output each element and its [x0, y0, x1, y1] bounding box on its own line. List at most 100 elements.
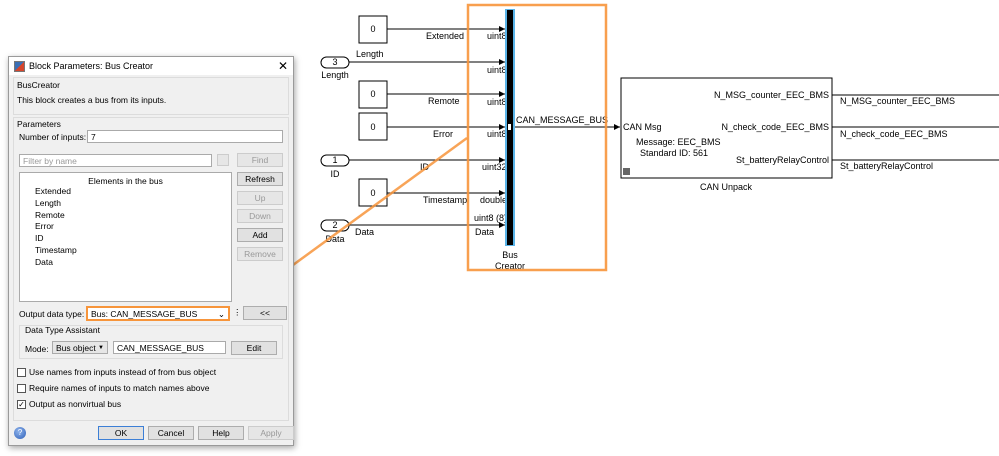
svg-text:2: 2 — [332, 220, 337, 230]
refresh-button[interactable]: Refresh — [237, 172, 283, 186]
svg-text:1: 1 — [332, 155, 337, 165]
help-icon[interactable]: ? — [14, 427, 26, 439]
svg-text:N_MSG_counter_EEC_BMS: N_MSG_counter_EEC_BMS — [714, 90, 829, 100]
dta-label: Data Type Assistant — [25, 325, 100, 335]
svg-text:Bus: Bus — [502, 250, 518, 260]
output-type-value: Bus: CAN_MESSAGE_BUS — [91, 309, 198, 319]
svg-text:0: 0 — [370, 24, 375, 34]
output-type-select[interactable]: Bus: CAN_MESSAGE_BUS ⌄ — [86, 306, 230, 321]
parameters-label: Parameters — [17, 119, 61, 129]
svg-text:Extended: Extended — [426, 31, 464, 41]
up-button[interactable]: Up — [237, 191, 283, 205]
mode-value: Bus object — [56, 343, 96, 353]
svg-text:Creator: Creator — [495, 261, 525, 271]
svg-text:Standard ID: 561: Standard ID: 561 — [640, 148, 708, 158]
svg-text:N_check_code_EEC_BMS: N_check_code_EEC_BMS — [840, 129, 948, 139]
svg-text:3: 3 — [332, 57, 337, 67]
close-icon[interactable]: ✕ — [277, 59, 288, 73]
list-item[interactable]: Remote — [35, 209, 65, 220]
constant-block-remote[interactable]: 0 — [358, 80, 388, 109]
constant-block-extended[interactable]: 0 — [358, 15, 388, 44]
mode-select[interactable]: Bus object▼ — [52, 341, 108, 354]
svg-text:Data: Data — [475, 227, 494, 237]
svg-text:double: double — [480, 195, 507, 205]
list-item[interactable]: Length — [35, 197, 61, 208]
svg-text:uint8: uint8 — [487, 31, 507, 41]
help-button[interactable]: Help — [198, 426, 244, 440]
svg-text:Data: Data — [355, 227, 374, 237]
data-type-assistant-group — [19, 325, 283, 359]
svg-text:ID: ID — [331, 169, 341, 179]
inport-id[interactable]: 1ID — [320, 154, 350, 179]
filter-options-button[interactable] — [217, 154, 229, 166]
num-inputs-label: Number of inputs: — [19, 132, 87, 142]
svg-text:Data: Data — [325, 234, 344, 244]
chevron-down-icon: ⌄ — [217, 309, 225, 319]
svg-text:Remote: Remote — [428, 96, 460, 106]
svg-text:uint8: uint8 — [487, 129, 507, 139]
edit-button[interactable]: Edit — [231, 341, 277, 355]
more-options-icon[interactable]: ⋮ — [233, 307, 242, 317]
ok-button[interactable]: OK — [98, 426, 144, 440]
list-item[interactable]: Error — [35, 221, 54, 232]
svg-text:Length: Length — [356, 49, 384, 59]
svg-text:uint8 (8): uint8 (8) — [474, 213, 507, 223]
constant-block-timestamp[interactable]: 0 — [358, 178, 388, 207]
add-button[interactable]: Add — [237, 228, 283, 242]
svg-text:CAN_MESSAGE_BUS: CAN_MESSAGE_BUS — [516, 115, 608, 125]
bus-creator-block[interactable]: BusCreator — [495, 9, 525, 271]
collapse-assistant-button[interactable]: << — [243, 306, 287, 320]
svg-text:uint32: uint32 — [482, 162, 507, 172]
list-item[interactable]: Data — [35, 256, 53, 267]
num-inputs-field[interactable]: 7 — [87, 130, 283, 143]
list-item[interactable]: Extended — [35, 186, 71, 196]
require-names-label: Require names of inputs to match names a… — [29, 383, 210, 393]
list-item[interactable]: ID — [35, 233, 44, 244]
svg-text:Timestamp: Timestamp — [423, 195, 467, 205]
require-names-checkbox[interactable] — [17, 384, 26, 393]
svg-text:Message: EEC_BMS: Message: EEC_BMS — [636, 137, 721, 147]
block-description: This block creates a bus from its inputs… — [17, 95, 167, 105]
svg-text:St_batteryRelayControl: St_batteryRelayControl — [840, 161, 933, 171]
output-type-label: Output data type: — [19, 309, 85, 319]
dialog-titlebar: Block Parameters: Bus Creator ✕ — [9, 57, 293, 75]
use-names-checkbox[interactable] — [17, 368, 26, 377]
list-item[interactable]: Timestamp — [35, 244, 77, 255]
output-signal-labels: N_MSG_counter_EEC_BMS N_check_code_EEC_B… — [840, 96, 955, 171]
simulink-icon — [14, 60, 25, 72]
svg-text:St_batteryRelayControl: St_batteryRelayControl — [736, 155, 829, 165]
bus-elements-list[interactable]: Elements in the bus Extended Length Remo… — [19, 172, 232, 302]
signal-labels: Extended uint8 Length uint8 Remote uint8 Er… — [355, 31, 608, 237]
svg-text:Length: Length — [321, 70, 349, 80]
filter-input[interactable]: Filter by name — [19, 154, 212, 167]
remove-button[interactable]: Remove — [237, 247, 283, 261]
find-button[interactable]: Find — [237, 153, 283, 167]
svg-text:uint8: uint8 — [487, 97, 507, 107]
block-parameters-dialog: Block Parameters: Bus Creator ✕ BusCreato… — [8, 56, 294, 446]
bus-name-field[interactable]: CAN_MESSAGE_BUS — [113, 341, 226, 354]
apply-button[interactable]: Apply — [248, 426, 294, 440]
svg-text:0: 0 — [370, 122, 375, 132]
svg-text:Error: Error — [433, 129, 453, 139]
dialog-title: Block Parameters: Bus Creator — [29, 61, 154, 71]
svg-text:CAN Msg: CAN Msg — [623, 122, 662, 132]
svg-text:0: 0 — [370, 89, 375, 99]
dropdown-arrow-icon: ▼ — [98, 345, 104, 351]
mode-label: Mode: — [25, 344, 49, 354]
cancel-button[interactable]: Cancel — [148, 426, 194, 440]
highlight-box — [466, 3, 608, 272]
parameters-group: Parameters — [13, 117, 289, 421]
svg-text:CAN Unpack: CAN Unpack — [700, 182, 753, 192]
down-button[interactable]: Down — [237, 209, 283, 223]
svg-text:ID: ID — [420, 162, 430, 172]
constant-block-error[interactable]: 0 — [358, 112, 388, 141]
svg-text:0: 0 — [370, 188, 375, 198]
nonvirtual-bus-checkbox[interactable]: ✓ — [17, 400, 26, 409]
description-group: BusCreator This block creates a bus from… — [13, 77, 289, 115]
nonvirtual-bus-label: Output as nonvirtual bus — [29, 399, 122, 409]
block-type-label: BusCreator — [17, 80, 60, 90]
list-header: Elements in the bus — [88, 176, 163, 186]
